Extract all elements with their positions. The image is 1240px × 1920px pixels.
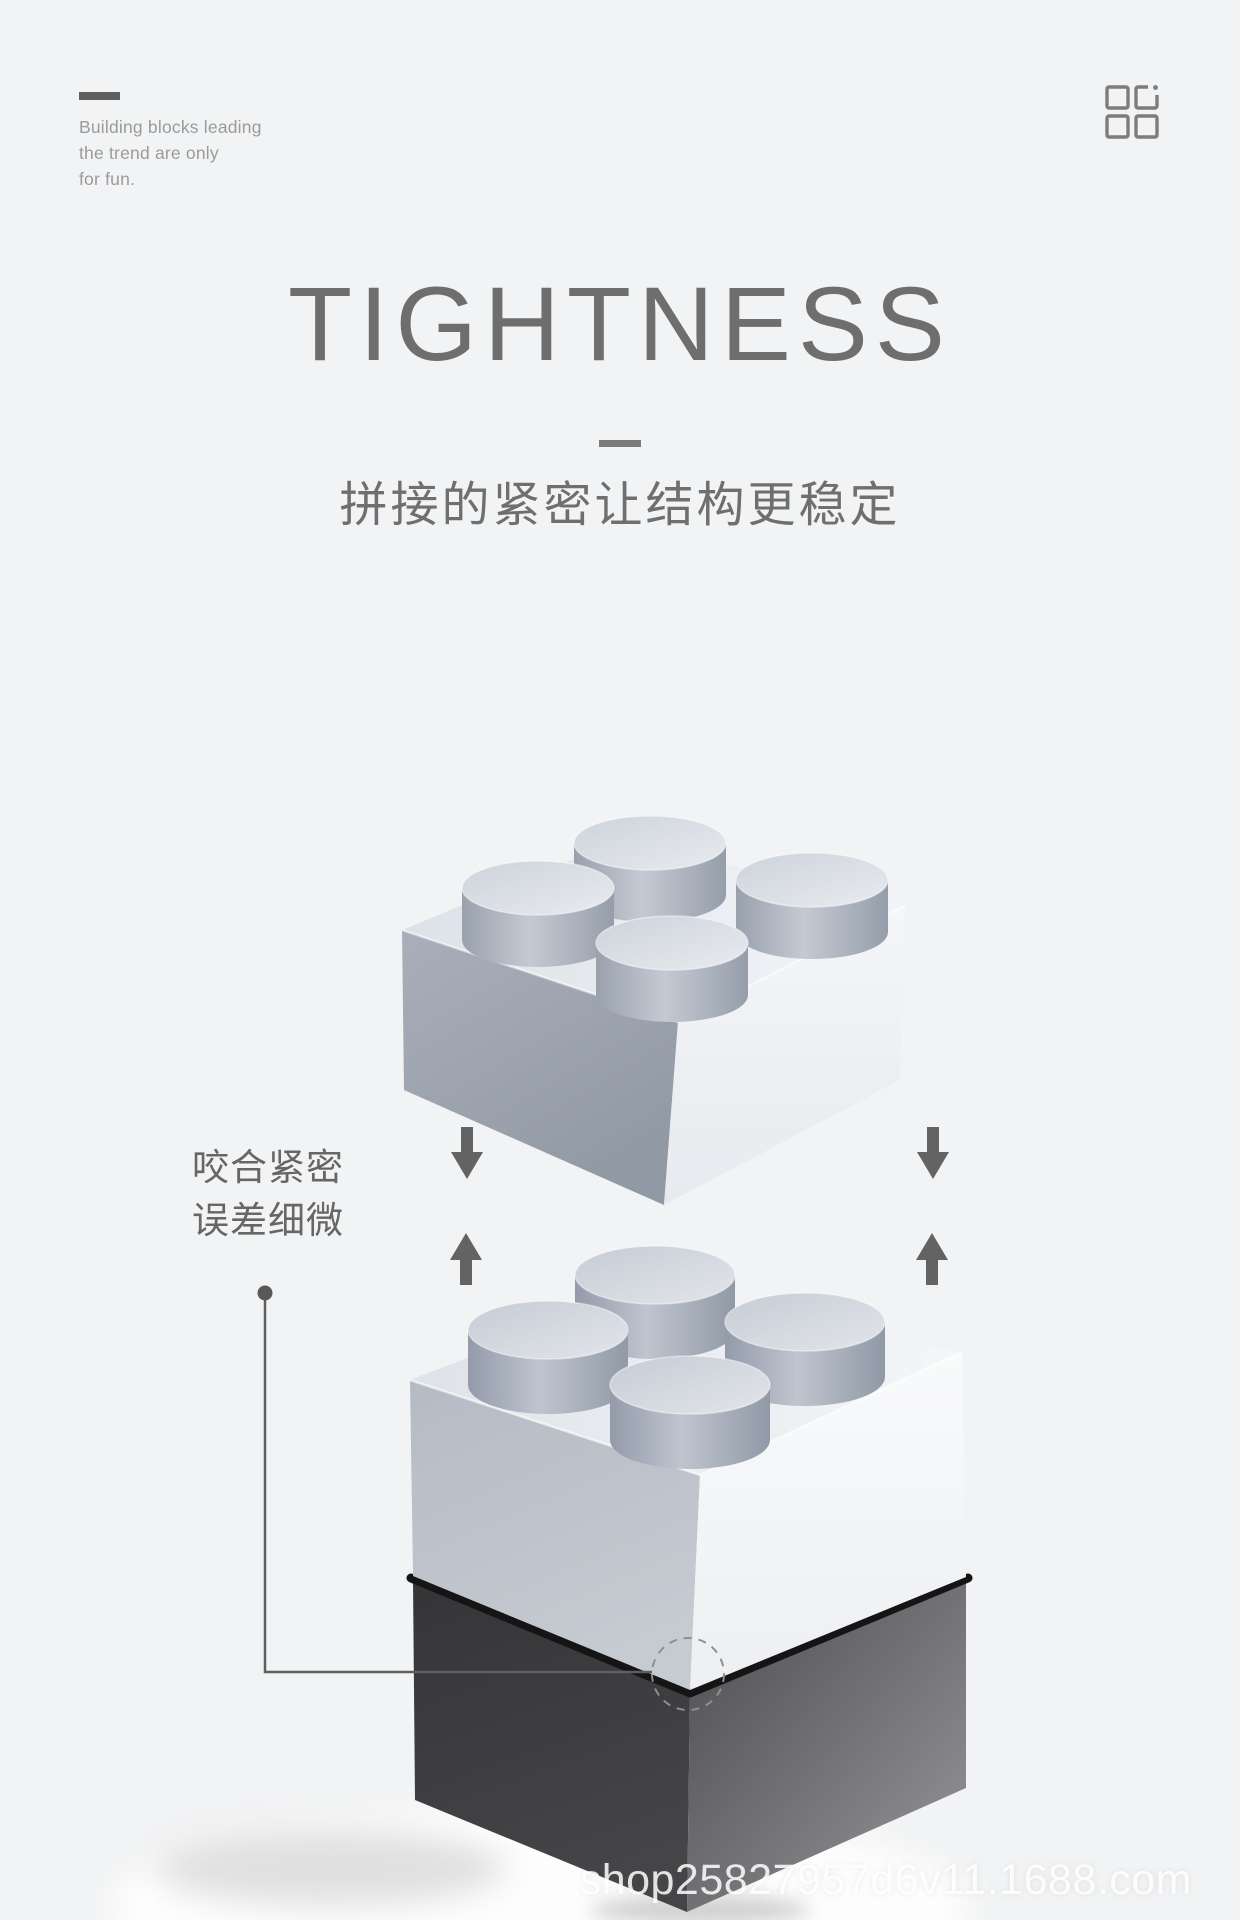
white-brick-edge-highlight	[409, 1350, 963, 1477]
floating-brick-right-face	[664, 906, 905, 1205]
grid-squares-logo-icon	[1105, 84, 1160, 139]
logo-square-tr	[1134, 85, 1159, 110]
callout-text: 咬合紧密 误差细微	[180, 1141, 356, 1247]
tagline-line-1: Building blocks leading	[79, 117, 262, 137]
logo-square-bl	[1105, 114, 1130, 139]
header-tagline: Building blocks leading the trend are on…	[79, 114, 262, 192]
callout-dot	[257, 1285, 273, 1301]
floor-shadow-left	[155, 1830, 505, 1906]
brick-joint-seam	[406, 1573, 973, 1698]
down-arrow-icon	[451, 1127, 483, 1179]
dark-brick-right-face	[687, 1580, 966, 1912]
callout-line-2: 误差细微	[192, 1200, 344, 1241]
joint-dashed-circle	[651, 1637, 725, 1711]
shop-watermark: shop25827957d6v11.1688.com	[579, 1856, 1192, 1904]
tagline-line-2: the trend are only	[79, 143, 219, 163]
page-subtitle: 拼接的紧密让结构更稳定	[339, 479, 901, 532]
logo-square-tl	[1105, 85, 1130, 110]
floating-light-brick	[401, 815, 906, 1205]
floating-brick-studs	[461, 815, 889, 1022]
page-title: TIGHTNESS	[288, 266, 952, 383]
callout-line-1: 咬合紧密	[192, 1147, 344, 1188]
title-divider-dash	[599, 440, 641, 447]
white-brick-right-face	[690, 1352, 966, 1690]
tagline-line-3: for fun.	[79, 169, 136, 189]
dark-brick-left-face	[413, 1580, 690, 1912]
up-arrow-icon	[916, 1233, 948, 1285]
header-accent-dash	[79, 92, 120, 100]
floating-brick-left-face	[402, 930, 678, 1205]
logo-square-br	[1134, 114, 1159, 139]
white-brick-studs	[467, 1245, 886, 1469]
floor-shadow-tip	[590, 1896, 810, 1920]
logo-dot	[1153, 85, 1158, 90]
down-arrow-icon	[917, 1127, 949, 1179]
up-arrow-icon	[450, 1233, 482, 1285]
callout-connector	[257, 1285, 652, 1674]
stacked-white-brick	[409, 1245, 966, 1690]
logo-notch	[1148, 84, 1160, 95]
callout-line	[263, 1300, 652, 1674]
dark-base-brick	[413, 1580, 966, 1912]
